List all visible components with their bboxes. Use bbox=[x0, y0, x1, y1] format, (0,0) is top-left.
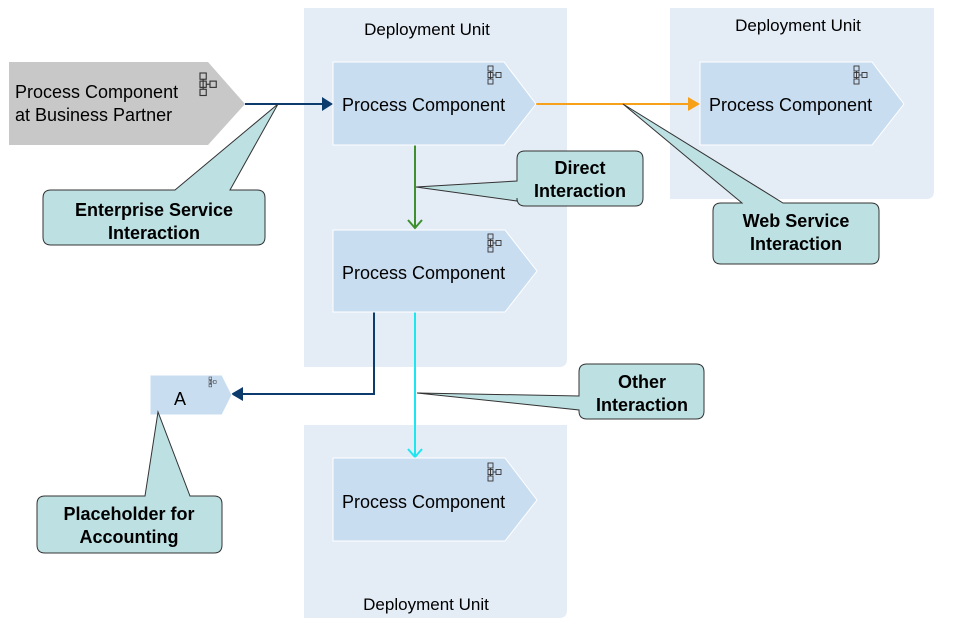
arrowhead-left-icon bbox=[231, 387, 243, 401]
callout-other-interaction: Other Interaction bbox=[416, 363, 705, 420]
placeholder-component[interactable]: A bbox=[149, 374, 233, 416]
process-component-other-target-label: Process Component bbox=[342, 492, 505, 512]
business-partner-label-line1: Process Component bbox=[15, 82, 178, 102]
callout-label-line2: Interaction bbox=[534, 181, 626, 201]
web-service-connector[interactable] bbox=[536, 97, 700, 111]
callout-label-line2: Accounting bbox=[80, 527, 179, 547]
hierarchy-icon bbox=[853, 65, 868, 85]
callout-direct-interaction: Direct Interaction bbox=[415, 150, 644, 207]
arrowhead-down-icon bbox=[407, 219, 423, 230]
placeholder-component-shape bbox=[149, 374, 233, 416]
callout-web-service-interaction: Web Service Interaction bbox=[622, 103, 880, 265]
arrowhead-right-icon bbox=[322, 97, 333, 111]
callout-enterprise-service-interaction: Enterprise Service Interaction bbox=[42, 103, 279, 246]
hierarchy-icon bbox=[487, 65, 502, 85]
direct-connector[interactable] bbox=[407, 145, 423, 230]
business-partner-shape bbox=[9, 62, 245, 145]
arrowhead-right-icon bbox=[688, 97, 700, 111]
process-component-direct-target-label: Process Component bbox=[342, 263, 505, 283]
callout-shape bbox=[36, 410, 223, 554]
enterprise-service-connector[interactable] bbox=[245, 97, 333, 111]
process-component-remote-shape bbox=[699, 61, 905, 146]
callout-placeholder-for-accounting: Placeholder for Accounting bbox=[36, 410, 223, 554]
callout-label-line1: Other bbox=[618, 372, 666, 392]
hierarchy-icon bbox=[208, 376, 217, 388]
process-component-main-shape bbox=[332, 61, 537, 146]
hierarchy-icon bbox=[199, 72, 217, 97]
business-partner-label-line2: at Business Partner bbox=[15, 105, 172, 125]
placeholder-connector[interactable] bbox=[231, 312, 375, 401]
process-component-direct-target[interactable]: Process Component bbox=[332, 229, 538, 313]
arrowhead-down-icon bbox=[407, 448, 423, 459]
callout-label-line2: Interaction bbox=[596, 395, 688, 415]
callout-label-line1: Web Service bbox=[743, 211, 850, 231]
callout-label-line1: Placeholder for bbox=[63, 504, 194, 524]
callout-shape bbox=[415, 150, 644, 207]
callout-label-line1: Direct bbox=[554, 158, 605, 178]
process-component-other-target-shape bbox=[332, 457, 538, 542]
callout-shape bbox=[42, 103, 279, 246]
callout-shape bbox=[416, 363, 705, 420]
callout-label-line2: Interaction bbox=[108, 223, 200, 243]
deployment-unit-remote-label: Deployment Unit bbox=[735, 16, 861, 35]
hierarchy-icon bbox=[487, 462, 502, 482]
callout-label-line2: Interaction bbox=[750, 234, 842, 254]
callout-label-line1: Enterprise Service bbox=[75, 200, 233, 220]
process-component-remote-label: Process Component bbox=[709, 95, 872, 115]
process-component-remote[interactable]: Process Component bbox=[699, 61, 905, 146]
process-component-main[interactable]: Process Component bbox=[332, 61, 537, 146]
deployment-unit-main-label: Deployment Unit bbox=[364, 20, 490, 39]
placeholder-line bbox=[240, 312, 375, 395]
process-component-direct-target-shape bbox=[332, 229, 538, 313]
process-component-business-partner[interactable]: Process Component at Business Partner bbox=[9, 62, 245, 145]
other-connector[interactable] bbox=[407, 312, 423, 459]
deployment-unit-other-label: Deployment Unit bbox=[363, 595, 489, 614]
placeholder-component-label: A bbox=[174, 389, 186, 409]
process-component-main-label: Process Component bbox=[342, 95, 505, 115]
process-component-other-target[interactable]: Process Component bbox=[332, 457, 538, 542]
hierarchy-icon bbox=[487, 233, 502, 253]
callout-shape bbox=[622, 103, 880, 265]
